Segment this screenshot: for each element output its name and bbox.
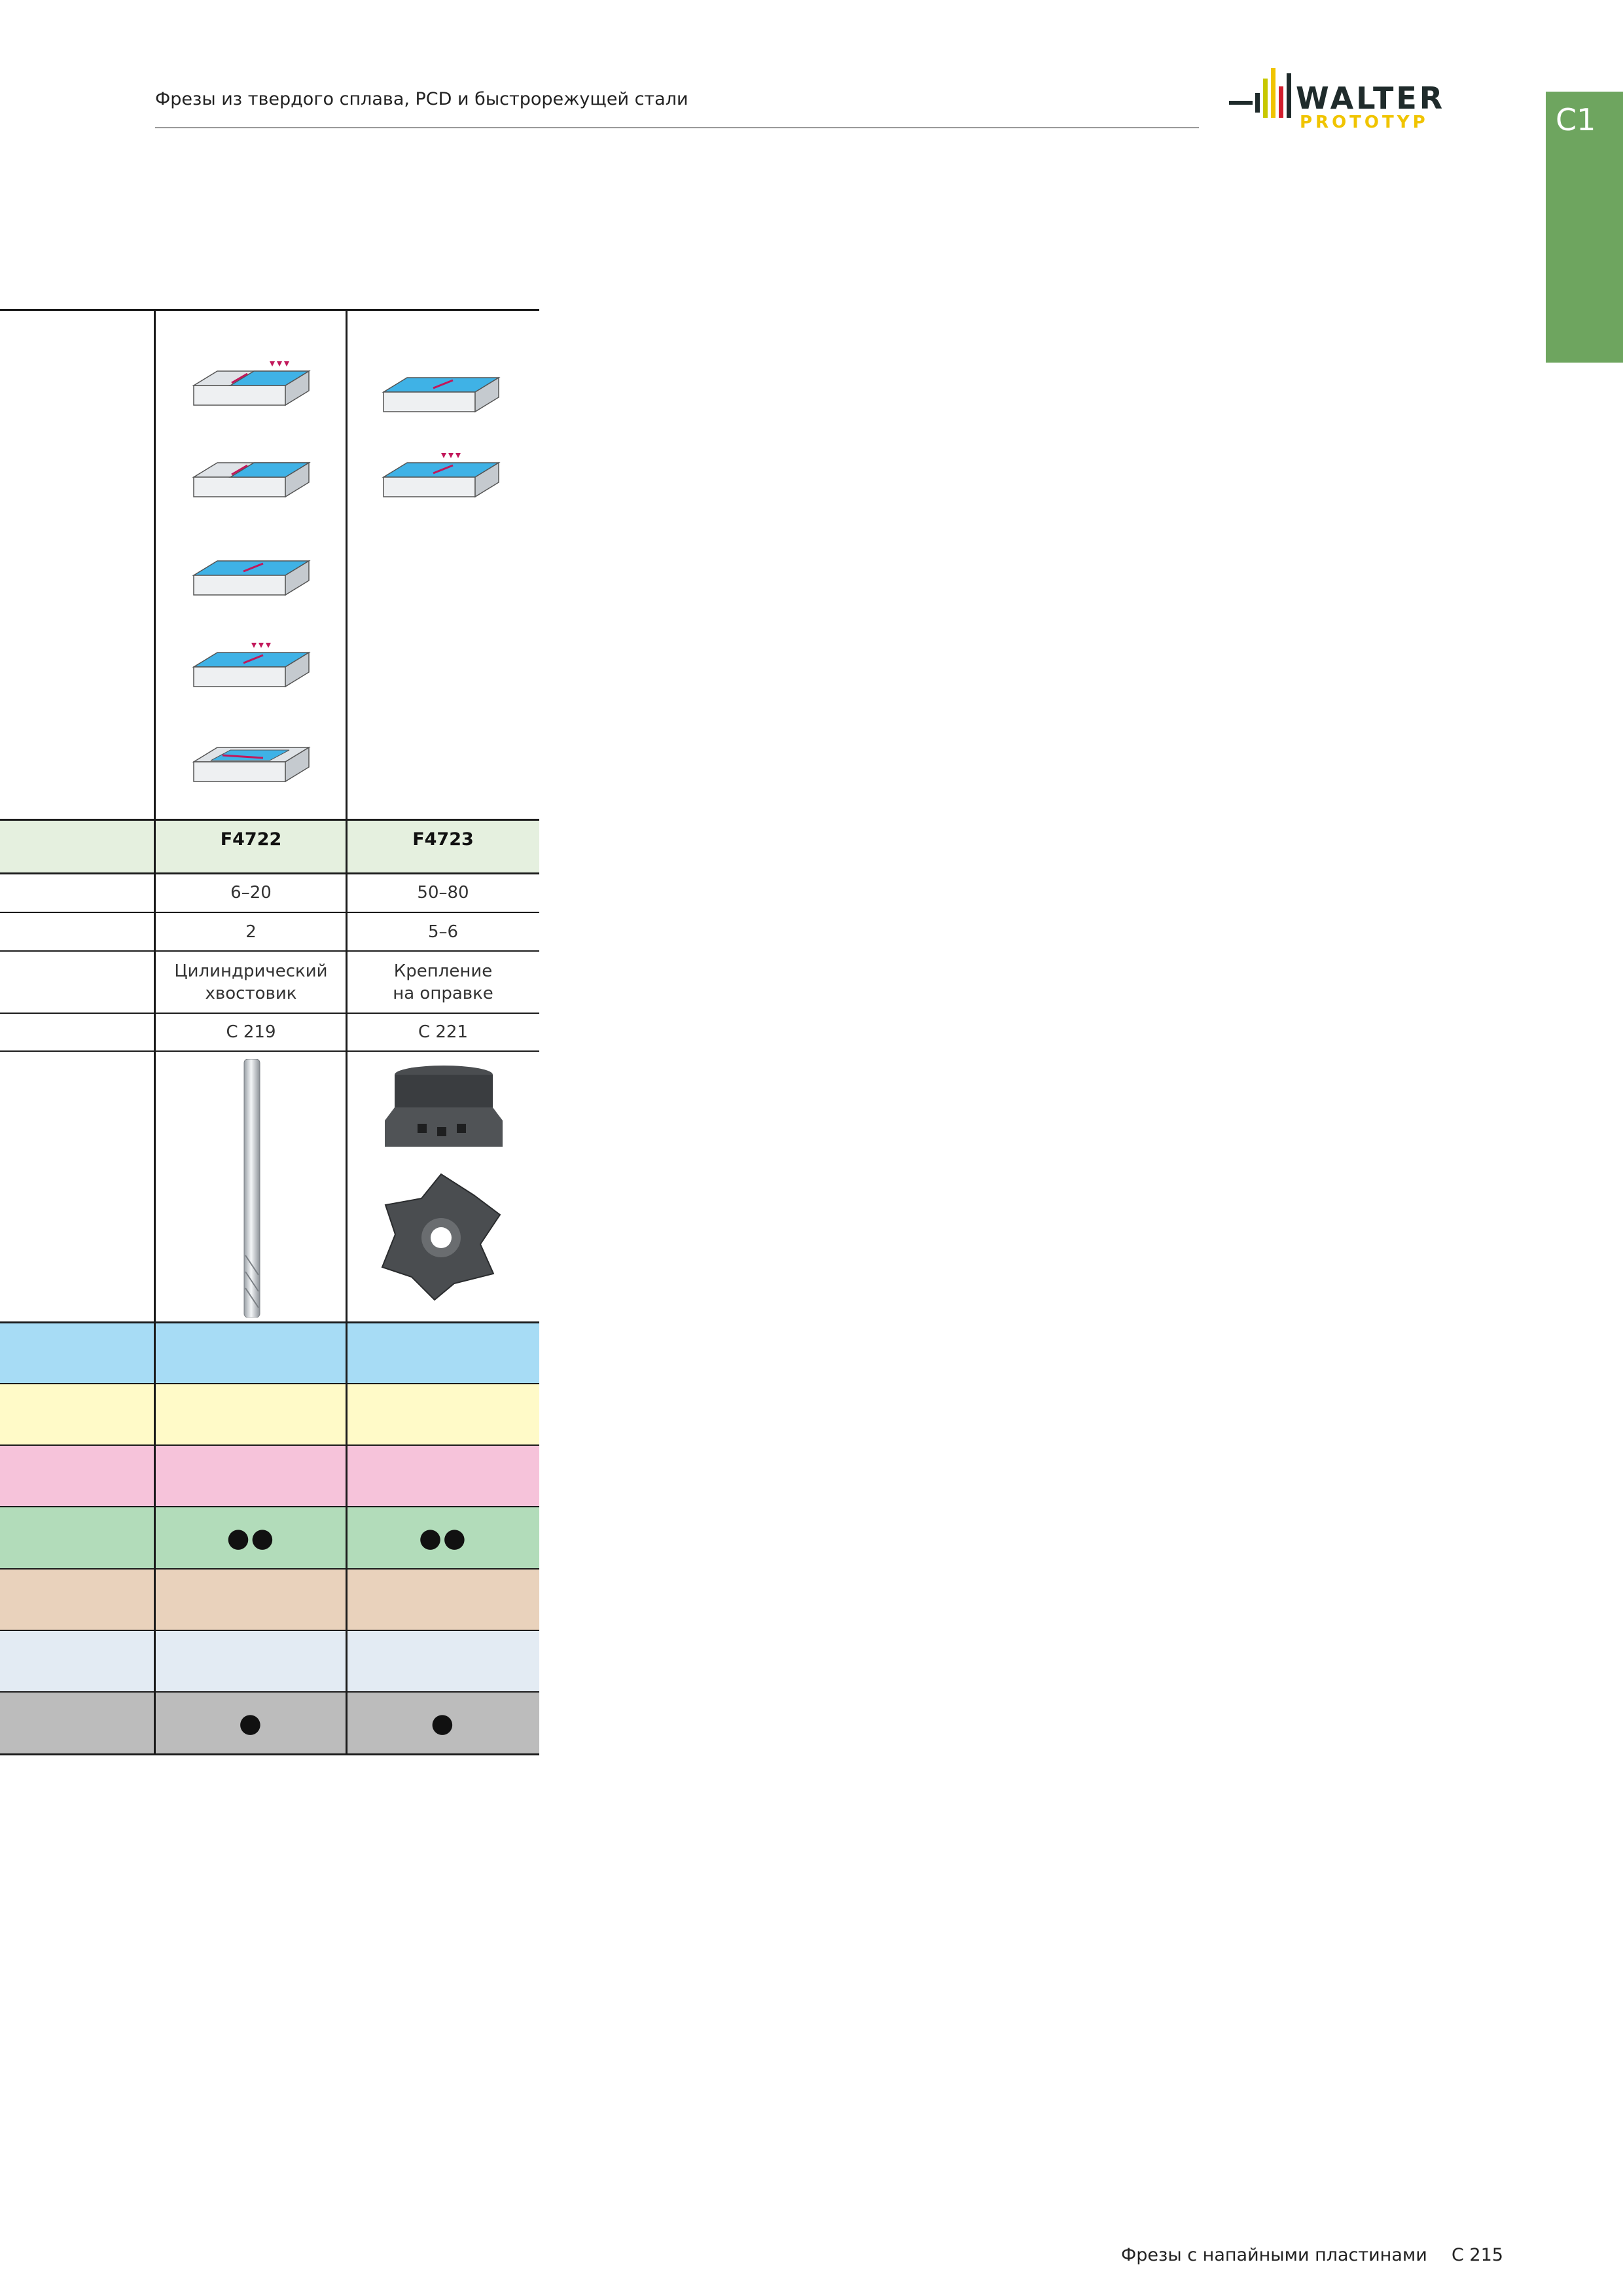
suitability-marker xyxy=(155,1630,347,1692)
suitability-marker xyxy=(347,1445,539,1507)
mounting-row: Цилиндрический хвостовик Крепление на оп… xyxy=(0,951,539,1013)
header-rule xyxy=(155,127,1199,128)
suitability-marker: ●● xyxy=(226,1522,276,1553)
logo-sub-text: PROTOTYP xyxy=(1300,113,1429,132)
mounting-line1: Цилиндрический xyxy=(174,961,328,981)
material-row-m xyxy=(0,1384,539,1445)
suitability-marker: ● xyxy=(239,1708,263,1738)
material-row-o: ● ● xyxy=(0,1692,539,1754)
teeth-value: 2 xyxy=(245,922,257,942)
col2-operations-cell xyxy=(347,309,539,819)
end-mill-tool-image xyxy=(243,1059,260,1318)
grid-hline xyxy=(0,1630,539,1631)
grid-hline xyxy=(0,309,539,311)
suitability-marker xyxy=(155,1322,347,1384)
slot-milling-icon xyxy=(192,746,311,783)
suitability-marker xyxy=(347,1384,539,1445)
header-title: Фрезы из твердого сплава, PCD и быстроре… xyxy=(155,89,688,109)
col1-operations-cell xyxy=(155,309,347,819)
grid-vline xyxy=(346,309,348,1755)
suitability-marker xyxy=(155,1384,347,1445)
teeth-value: 5–6 xyxy=(427,922,459,942)
suitability-marker xyxy=(155,1569,347,1630)
grid-hline xyxy=(0,1691,539,1693)
grid-hline xyxy=(0,1444,539,1446)
grid-hline xyxy=(0,1506,539,1507)
mounting-line2: хвостовик xyxy=(205,983,297,1003)
material-row-k xyxy=(0,1445,539,1507)
product-code-f4723[interactable]: F4723 xyxy=(412,829,474,850)
grid-vline xyxy=(154,309,156,1755)
mounting-value: Цилиндрический хвостовик xyxy=(155,951,347,1013)
page-number: C 215 xyxy=(1452,2245,1503,2265)
product-code-row: F4722 F4723 xyxy=(0,819,539,873)
suitability-marker: ●● xyxy=(419,1522,467,1553)
material-row-n: ●● ●● xyxy=(0,1507,539,1569)
grid-hline xyxy=(0,1321,539,1323)
grid-hline xyxy=(0,1753,539,1755)
grid-hline xyxy=(0,912,539,913)
face-milling-finish-icon xyxy=(192,643,311,688)
grid-hline xyxy=(0,819,539,821)
step-milling-finish-icon xyxy=(192,361,311,406)
operations-row xyxy=(0,309,539,819)
diameter-value: 6–20 xyxy=(230,883,272,903)
material-row-p xyxy=(0,1322,539,1384)
shell-mill-front-image xyxy=(381,1173,501,1301)
col1-tool-cell xyxy=(155,1051,347,1322)
grid-hline xyxy=(0,872,539,874)
walter-prototyp-logo: WALTER PROTOTYP xyxy=(1229,68,1445,132)
material-row-h xyxy=(0,1630,539,1692)
section-tab[interactable]: C1 xyxy=(1546,92,1623,363)
suitability-marker xyxy=(347,1630,539,1692)
tool-images-row xyxy=(0,1051,539,1322)
mounting-line1: Крепление xyxy=(393,961,493,981)
face-milling-finish-icon xyxy=(382,453,501,498)
grid-hline xyxy=(0,950,539,952)
page-ref-row: C 219 C 221 xyxy=(0,1013,539,1051)
step-milling-icon xyxy=(192,461,311,498)
product-table: F4722 F4723 6–20 50–80 2 5–6 Цилиндричес… xyxy=(0,309,539,1757)
teeth-row: 2 5–6 xyxy=(0,912,539,951)
product-code-f4722[interactable]: F4722 xyxy=(220,829,282,850)
grid-hline xyxy=(0,1013,539,1014)
suitability-marker: ● xyxy=(431,1708,455,1738)
face-milling-icon xyxy=(382,376,501,413)
footer-title: Фрезы с напайными пластинами xyxy=(1121,2245,1427,2265)
section-tab-label: C1 xyxy=(1556,102,1596,137)
mounting-value: Крепление на оправке xyxy=(347,951,539,1013)
suitability-marker xyxy=(347,1569,539,1630)
col2-tool-cell xyxy=(347,1051,539,1322)
page-ref-link[interactable]: C 219 xyxy=(226,1022,276,1042)
diameter-value: 50–80 xyxy=(417,883,469,903)
page-ref-link[interactable]: C 221 xyxy=(418,1022,469,1042)
grid-hline xyxy=(0,1568,539,1570)
suitability-marker xyxy=(155,1445,347,1507)
grid-hline xyxy=(0,1383,539,1384)
diameter-row: 6–20 50–80 xyxy=(0,873,539,912)
shell-mill-side-image xyxy=(385,1066,503,1147)
grid-hline xyxy=(0,1050,539,1052)
material-row-s xyxy=(0,1569,539,1630)
suitability-marker xyxy=(347,1322,539,1384)
face-milling-icon xyxy=(192,560,311,596)
mounting-line2: на оправке xyxy=(393,983,493,1003)
logo-main-text: WALTER xyxy=(1296,81,1445,116)
